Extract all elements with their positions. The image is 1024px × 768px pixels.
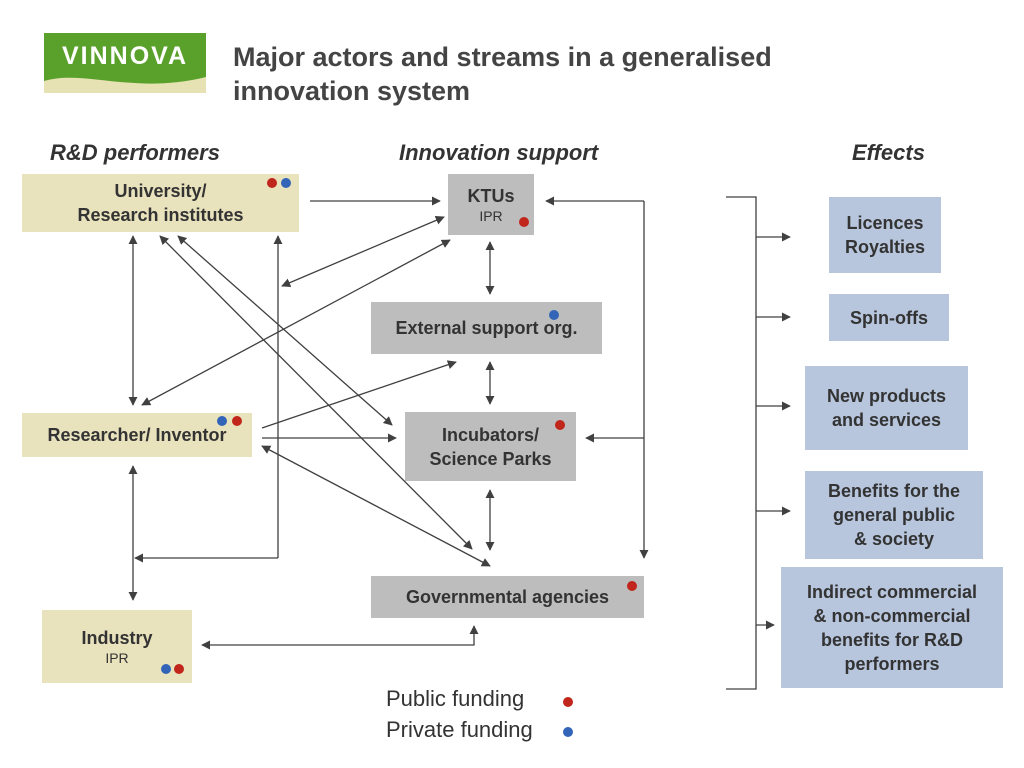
effect-label-line: Indirect commercial [806, 581, 978, 602]
researcher-label: Researcher/ Inventor [47, 425, 227, 445]
legend-public-funding-dot [563, 697, 573, 707]
column-heading-rd-performers: R&D performers [50, 140, 220, 165]
effect-label-line: & society [853, 529, 935, 549]
external-support-org-box: External support org. [371, 302, 602, 354]
governmental-agencies-label: Governmental agencies [405, 587, 610, 607]
effect-label-line: & non-commercial [813, 605, 971, 626]
legend-private-funding-label: Private funding [386, 717, 533, 742]
incubators-label-line-2: Science Parks [429, 448, 552, 469]
private-funding-dot [217, 416, 227, 426]
slide-title-line-1: Major actors and streams in a generalise… [233, 42, 772, 72]
effect-indirect-benefits-box: Indirect commercial & non-commercial ben… [781, 567, 1003, 688]
researcher-inventor-box: Researcher/ Inventor [22, 413, 252, 457]
ktus-label: KTUs [467, 186, 515, 206]
legend-public-funding: Public funding [386, 686, 524, 712]
private-funding-dot [161, 664, 171, 674]
public-funding-dot [555, 420, 565, 430]
effects-bracket [726, 196, 757, 690]
column-heading-innovation-support: Innovation support [399, 140, 599, 165]
public-funding-dot [267, 178, 277, 188]
arrow-university-governmental [159, 235, 473, 550]
arrow-researcher-governmental [261, 445, 491, 567]
public-funding-dot [519, 217, 529, 227]
logo-text: VINNOVA [61, 42, 189, 70]
legend-public-funding-label: Public funding [386, 686, 525, 711]
effect-label-line: Spin-offs [850, 307, 928, 328]
ktus-ipr-label: IPR [479, 208, 503, 224]
effect-benefits-public-society-box: Benefits for the general public & societ… [805, 471, 983, 559]
effect-spin-offs-box: Spin-offs [829, 294, 949, 341]
effect-label-line: Royalties [844, 237, 926, 257]
effect-licences-royalties-box: Licences Royalties [829, 197, 941, 273]
ktus-box: KTUs IPR [448, 174, 534, 235]
legend-private-funding-dot [563, 727, 573, 737]
effect-new-products-services-box: New products and services [805, 366, 968, 450]
governmental-agencies-box: Governmental agencies [371, 576, 644, 618]
slide-title-line-2: innovation system [233, 76, 471, 106]
legend-private-funding: Private funding [386, 717, 533, 743]
effect-label-line: New products [826, 386, 946, 406]
vinnova-logo: VINNOVA [44, 33, 206, 93]
incubators-science-parks-box: Incubators/ Science Parks [405, 412, 576, 481]
effect-label-line: Licences [846, 213, 924, 233]
arrow-university-incubators [177, 235, 393, 426]
public-funding-dot [627, 581, 637, 591]
logo-wave-decoration [44, 77, 206, 93]
industry-label: Industry [81, 628, 153, 648]
column-heading-effects: Effects [852, 140, 925, 165]
public-funding-dot [232, 416, 242, 426]
university-research-institutes-box: University/ Research institutes [22, 174, 299, 232]
effect-label-line: performers [844, 653, 940, 674]
arrow-researcher-external [261, 360, 457, 429]
effect-label-line: benefits for R&D [820, 629, 963, 650]
slide-title: Major actors and streams in a generalise… [233, 40, 993, 108]
industry-ipr-label: IPR [105, 650, 129, 666]
incubators-label-line-1: Incubators/ [441, 424, 539, 445]
industry-box: Industry IPR [42, 610, 192, 683]
arrow-industry-governmental [201, 625, 479, 650]
private-funding-dot [281, 178, 291, 188]
private-funding-dot [549, 310, 559, 320]
public-funding-dot [174, 664, 184, 674]
external-support-label: External support org. [395, 318, 578, 338]
arrow-ktus-bracket [281, 216, 445, 287]
effect-label-line: and services [831, 410, 942, 430]
university-label-line-1: University/ [114, 181, 207, 201]
effect-label-line: general public [832, 505, 956, 525]
effect-label-line: Benefits for the [827, 481, 960, 501]
university-label-line-2: Research institutes [77, 205, 244, 225]
